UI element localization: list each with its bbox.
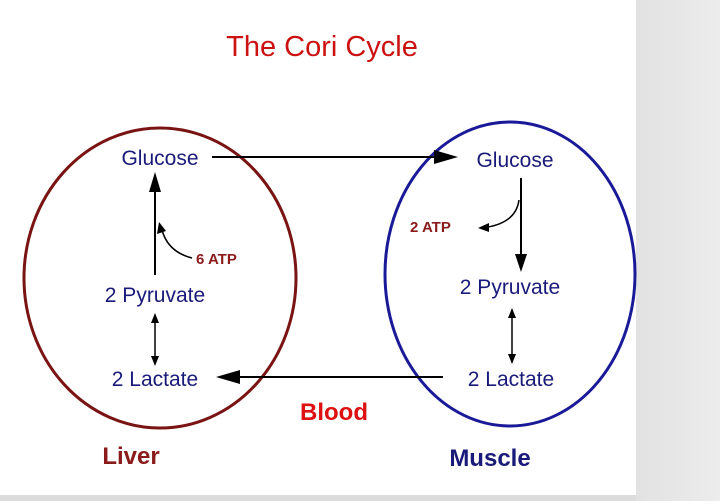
- muscle-ellipse: [383, 120, 637, 428]
- lactate-transport-arrow: [216, 370, 443, 384]
- muscle-pyruvate-lactate-arrow: [508, 308, 516, 364]
- muscle-region-label: Muscle: [449, 445, 530, 472]
- diagram-title: The Cori Cycle: [226, 31, 418, 63]
- bottom-strip: [0, 495, 636, 501]
- glucose-transport-arrow: [212, 150, 458, 164]
- muscle-pyruvate-label: 2 Pyruvate: [460, 276, 560, 299]
- muscle-lactate-label: 2 Lactate: [468, 368, 554, 391]
- liver-pyruvate-lactate-arrow: [151, 313, 159, 366]
- slide: [0, 0, 636, 495]
- liver-atp-arrow: [157, 222, 193, 259]
- blood-label: Blood: [300, 399, 368, 426]
- liver-ellipse: [22, 126, 298, 430]
- liver-region-label: Liver: [102, 443, 159, 470]
- muscle-atp-label: 2 ATP: [410, 219, 451, 236]
- liver-pyruvate-label: 2 Pyruvate: [105, 284, 205, 307]
- side-panel: [636, 0, 720, 501]
- muscle-atp-arrow: [478, 199, 520, 232]
- gluconeogenesis-arrow: [149, 172, 161, 275]
- liver-atp-label: 6 ATP: [196, 251, 237, 268]
- glycolysis-arrow: [515, 178, 527, 272]
- liver-glucose-label: Glucose: [121, 147, 198, 170]
- muscle-glucose-label: Glucose: [476, 149, 553, 172]
- liver-lactate-label: 2 Lactate: [112, 368, 198, 391]
